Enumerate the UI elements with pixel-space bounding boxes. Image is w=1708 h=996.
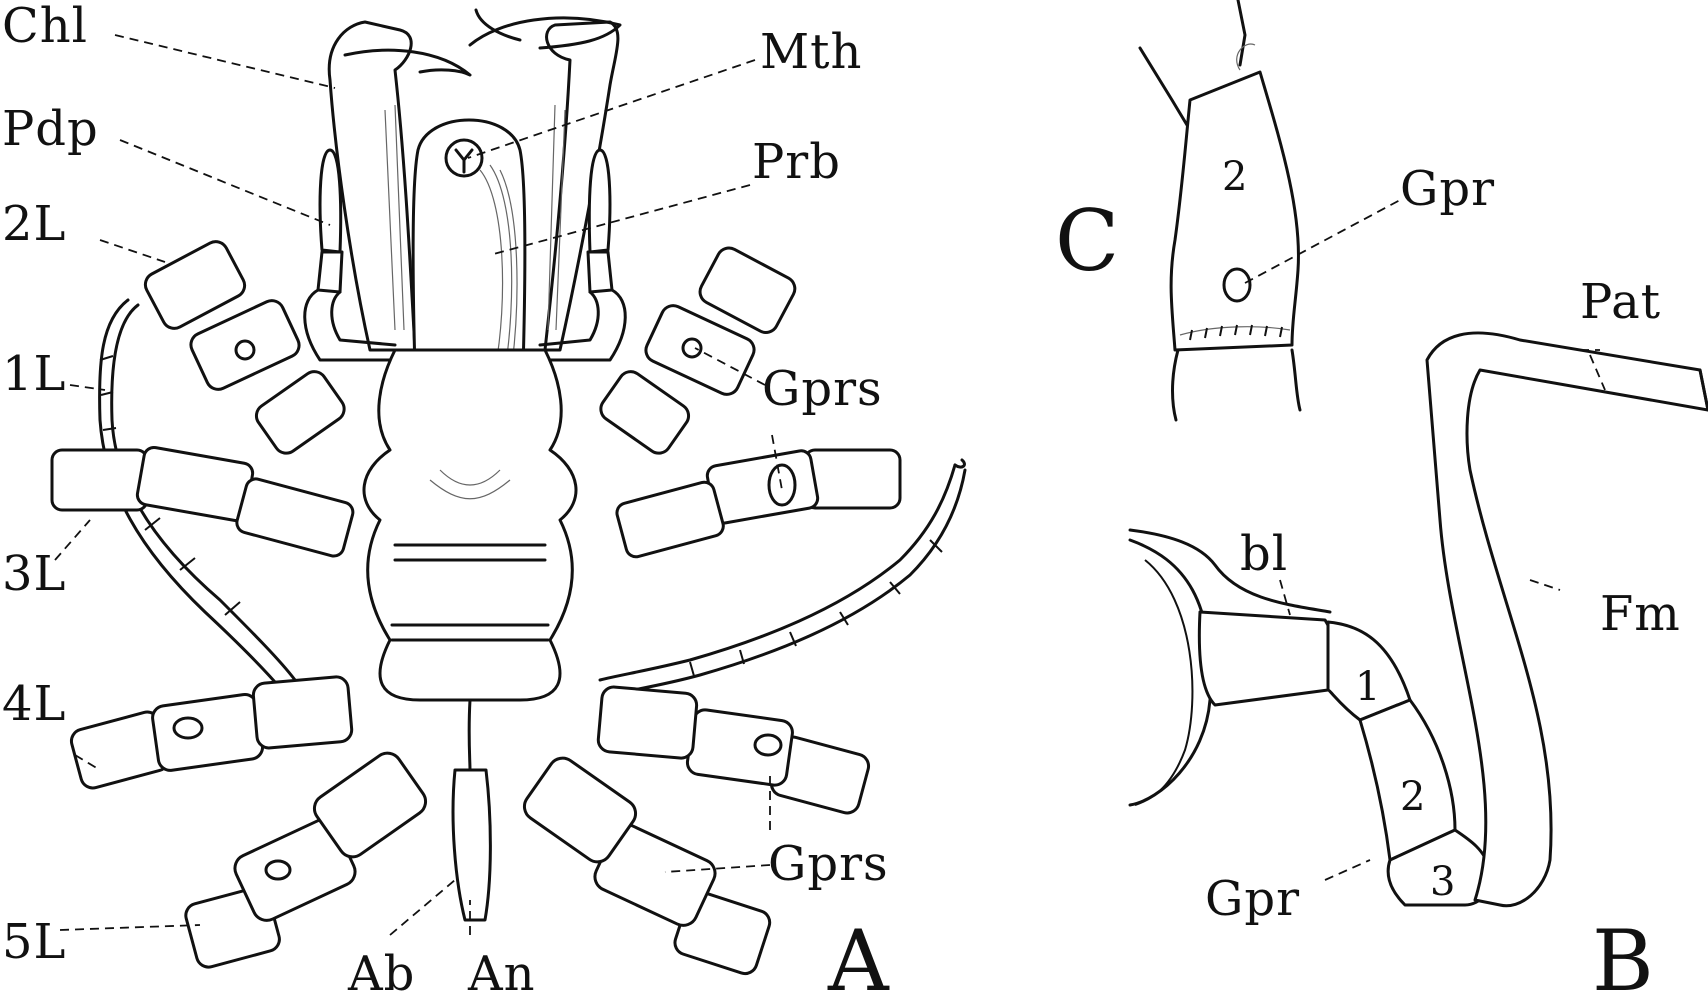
label-fm: Fm: [1600, 586, 1681, 642]
leg-3-right: [615, 448, 902, 559]
label-an: An: [467, 946, 536, 996]
panel-a-leader-lines: [54, 34, 783, 936]
label-gpr-c: Gpr: [1400, 161, 1495, 217]
panel-c-labels: C 2 Gpr: [1055, 154, 1495, 290]
segment-number-c: 2: [1222, 154, 1247, 200]
label-pdp: Pdp: [2, 101, 99, 157]
label-pat: Pat: [1580, 274, 1661, 330]
panel-letter-b: B: [1592, 912, 1654, 996]
panel-b-drawing: [1128, 331, 1708, 908]
label-gpr-b: Gpr: [1205, 871, 1300, 927]
label-mth: Mth: [760, 24, 862, 80]
panel-letter-c: C: [1055, 192, 1119, 290]
label-3l: 3L: [2, 546, 66, 602]
segment-number-b-1: 1: [1355, 664, 1380, 710]
proboscis: [411, 118, 527, 391]
label-4l: 4L: [2, 676, 66, 732]
label-prb: Prb: [752, 134, 841, 190]
segment-number-b-3: 3: [1430, 859, 1455, 905]
label-chl: Chl: [2, 0, 88, 54]
leg-4-right: [596, 685, 871, 815]
leg-5-right: [522, 756, 772, 976]
palps: [303, 148, 627, 362]
leg-4-left: [69, 675, 354, 790]
panel-a-drawing: [50, 8, 967, 976]
trunk: [362, 348, 578, 702]
chelifores: [327, 8, 622, 352]
panel-c-drawing: [1138, 0, 1401, 422]
label-gprs-upper: Gprs: [762, 361, 883, 417]
panel-a-labels: Chl Pdp 2L 1L 3L 4L 5L Mth Prb Gprs Gprs…: [2, 0, 890, 996]
label-ab: Ab: [347, 946, 415, 996]
label-2l: 2L: [2, 196, 66, 252]
label-5l: 5L: [2, 914, 66, 970]
leg-1-right: [598, 458, 967, 697]
leg-5-left: [184, 751, 428, 969]
mouth-opening: [444, 138, 484, 178]
leg-2-right: [599, 246, 797, 455]
segment-number-b-2: 2: [1400, 774, 1425, 820]
leg-2-left: [143, 240, 346, 455]
leg-3-left: [50, 445, 355, 558]
panel-b-labels: Pat Fm bl Gpr 1 2 3 B: [1205, 274, 1681, 996]
label-gprs-lower: Gprs: [768, 836, 889, 892]
label-bl: bl: [1240, 526, 1288, 582]
panel-letter-a: A: [827, 912, 890, 996]
label-1l: 1L: [2, 346, 66, 402]
genital-pore-c: [1222, 267, 1252, 303]
abdomen: [451, 698, 492, 922]
